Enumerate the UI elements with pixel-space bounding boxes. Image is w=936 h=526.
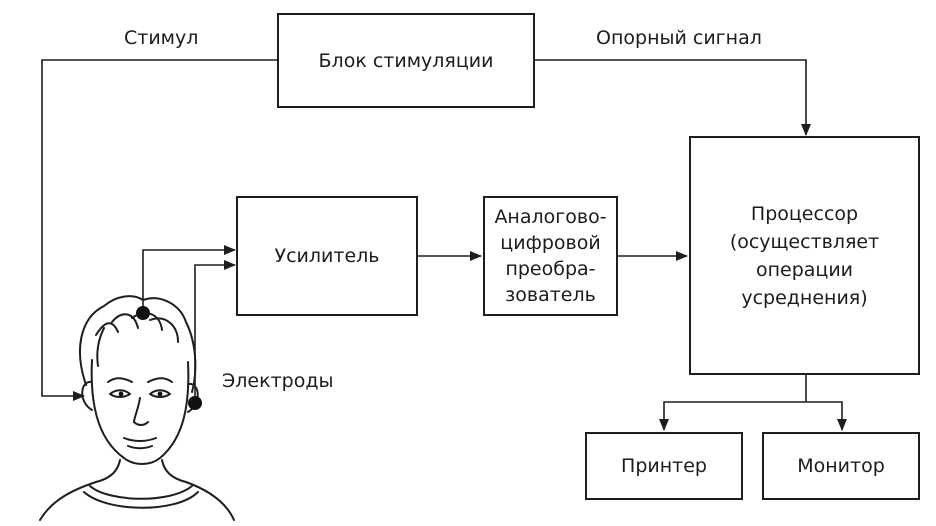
adc-block: Аналогово- цифровой преобра- зователь [483, 196, 618, 316]
adc-label-line: Аналогово- [494, 206, 607, 228]
processor-label-line: операции [755, 258, 854, 281]
head-illustration [39, 295, 235, 521]
electrode-ear [188, 396, 202, 410]
adc-label-line: зователь [505, 284, 596, 306]
printer-block: Принтер [585, 432, 743, 500]
electrode-top-wire [142, 245, 236, 313]
reference-signal-label: Опорный сигнал [596, 27, 762, 49]
processor-label-line: Процессор [750, 202, 859, 225]
processor-label-line: усреднения) [741, 286, 868, 309]
amplifier-block: Усилитель [236, 196, 418, 316]
monitor-label: Монитор [797, 455, 885, 477]
stimulus-label: Стимул [124, 27, 199, 49]
electrode-top [136, 306, 150, 320]
to-printer-arrow [659, 401, 806, 431]
stimulus-line [41, 59, 277, 401]
electrodes-label: Электроды [222, 370, 334, 392]
processor-label-line: (осуществляет [729, 230, 880, 253]
processor-block: Процессор (осуществляет операции усредне… [689, 136, 920, 375]
to-monitor-arrow [806, 401, 847, 431]
printer-label: Принтер [621, 455, 707, 477]
amplifier-label: Усилитель [274, 245, 380, 267]
adc-label-line: преобра- [505, 258, 596, 280]
reference-signal-line [535, 59, 811, 136]
monitor-block: Монитор [762, 432, 920, 500]
stimulation-block: Блок стимуляции [277, 13, 535, 108]
adc-label-line: цифровой [500, 232, 601, 254]
stimulation-block-label: Блок стимуляции [318, 49, 494, 72]
